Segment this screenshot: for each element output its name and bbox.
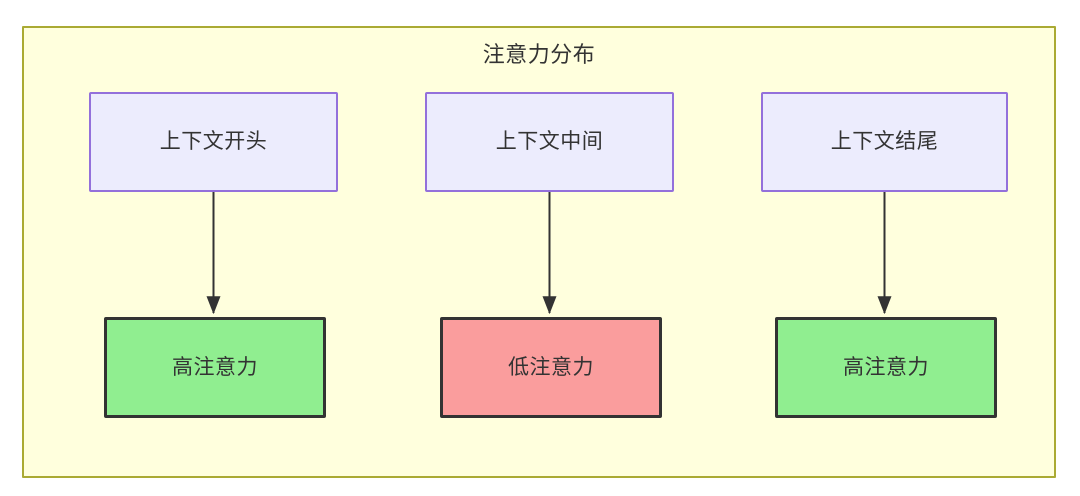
node-context-middle-label: 上下文中间 [495,130,604,153]
node-context-middle[interactable]: 上下文中间 [425,92,674,192]
node-attention-low-middle[interactable]: 低注意力 [440,317,662,418]
node-attention-high-start[interactable]: 高注意力 [104,317,326,418]
node-context-start-label: 上下文开头 [159,130,268,153]
node-attention-high-end[interactable]: 高注意力 [775,317,997,418]
node-context-end[interactable]: 上下文结尾 [761,92,1008,192]
node-attention-low-middle-label: 低注意力 [508,355,594,379]
node-context-end-label: 上下文结尾 [830,130,939,153]
node-attention-high-end-label: 高注意力 [843,355,929,379]
node-context-start[interactable]: 上下文开头 [89,92,338,192]
node-attention-high-start-label: 高注意力 [172,355,258,379]
subgraph-title: 注意力分布 [482,42,596,67]
